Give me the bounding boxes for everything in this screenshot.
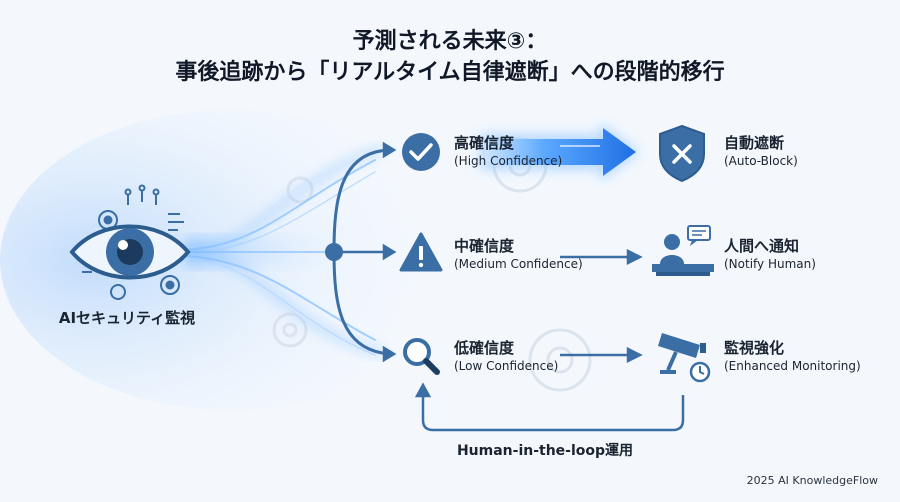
level-medium-label: 中確信度 [454, 237, 515, 255]
action-notify-human: 人間へ通知 (Notify Human) [724, 236, 816, 272]
person-desk-icon [652, 225, 714, 276]
title-line-2: 事後追跡から「リアルタイム自律遮断」への段階的移行 [175, 60, 725, 85]
action-auto-block: 自動遮断 (Auto-Block) [724, 133, 798, 169]
shield-x-icon [659, 124, 705, 183]
action-notify-human-label: 人間へ通知 [724, 237, 800, 255]
warning-triangle-icon [399, 232, 443, 272]
action-enhanced-monitoring-sub: (Enhanced Monitoring) [724, 359, 861, 373]
action-enhanced-monitoring: 監視強化 (Enhanced Monitoring) [724, 338, 861, 374]
source-label: AIセキュリティ監視 [58, 309, 196, 327]
action-enhanced-monitoring-label: 監視強化 [724, 339, 785, 357]
action-notify-human-sub: (Notify Human) [724, 257, 816, 271]
action-auto-block-sub: (Auto-Block) [724, 154, 798, 168]
level-high-label: 高確信度 [454, 134, 515, 152]
level-low: 低確信度 (Low Confidence) [454, 338, 558, 374]
level-medium: 中確信度 (Medium Confidence) [454, 236, 583, 272]
branch-arrows [334, 141, 643, 364]
auto-block-arrow [480, 122, 640, 182]
camera-clock-icon [658, 333, 711, 383]
loop-label: Human-in-the-loop運用 [456, 443, 634, 459]
action-auto-block-label: 自動遮断 [724, 134, 785, 152]
footer-credit: 2025 AI KnowledgeFlow [746, 474, 878, 487]
feedback-loop-arrow [414, 382, 685, 432]
level-medium-sub: (Medium Confidence) [454, 257, 583, 271]
page-title: 予測される未来③： 事後追跡から「リアルタイム自律遮断」への段階的移行 [0, 26, 900, 88]
level-high: 高確信度 (High Confidence) [454, 133, 562, 169]
level-low-label: 低確信度 [454, 339, 515, 357]
eye-circuit-icon [69, 184, 191, 300]
title-line-1: 予測される未来③： [352, 29, 548, 54]
level-high-sub: (High Confidence) [454, 154, 563, 168]
check-circle-icon [402, 133, 440, 171]
level-low-sub: (Low Confidence) [454, 359, 559, 373]
magnifier-icon [403, 338, 440, 375]
